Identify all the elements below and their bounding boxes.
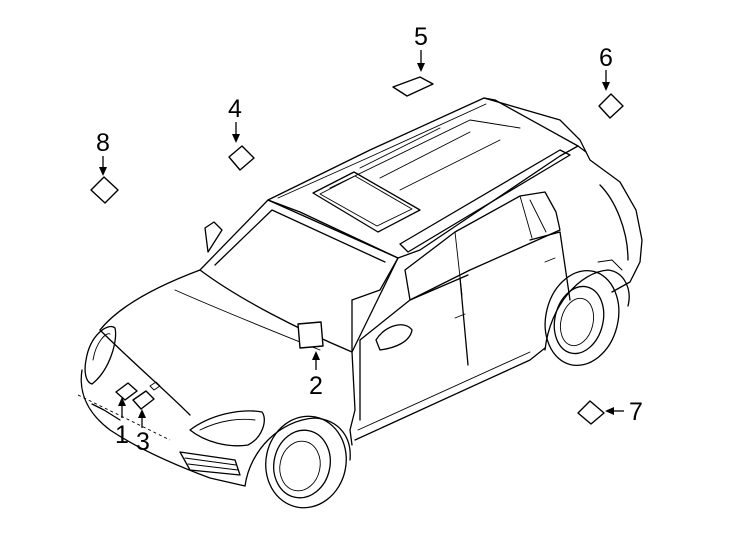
part-8-label-sticker [90, 176, 119, 204]
callout-7: 7 [629, 398, 643, 426]
part-3-label-sticker [132, 381, 161, 410]
part-2-label-sticker [297, 321, 324, 349]
callout-3: 3 [136, 428, 150, 456]
callout-8: 8 [96, 129, 110, 157]
part-5-label-sticker [392, 76, 434, 97]
callout-6: 6 [599, 44, 613, 72]
callout-5: 5 [414, 23, 428, 51]
callout-1: 1 [115, 421, 129, 449]
part-6-label-sticker [598, 93, 624, 119]
callout-2: 2 [309, 372, 323, 400]
part-7-label-sticker [577, 400, 605, 425]
part-4-label-sticker [228, 145, 255, 171]
part-1-label-sticker [115, 382, 138, 401]
leader-lines [99, 50, 624, 428]
callout-4: 4 [228, 95, 242, 123]
vehicle-outline [77, 97, 643, 509]
